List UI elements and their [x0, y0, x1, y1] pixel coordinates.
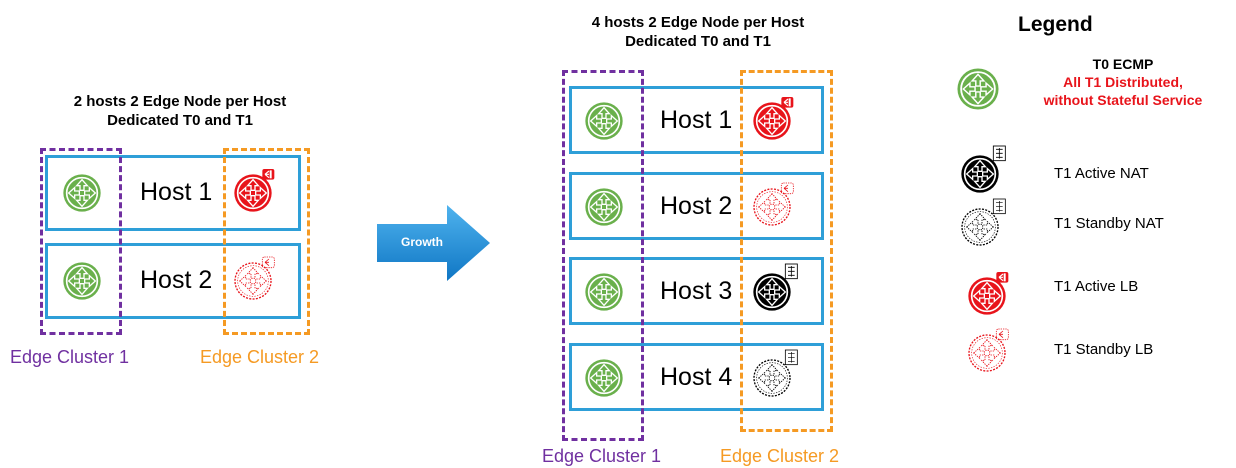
right-edge-cluster-2-outline — [740, 70, 833, 432]
legend-t1-standby-lb-label: T1 Standby LB — [1054, 341, 1154, 358]
right-title: 4 hosts 2 Edge Node per Host Dedicated T… — [548, 13, 848, 51]
left-host-2-label: Host 2 — [140, 266, 213, 294]
t1-active-nat-icon — [752, 263, 799, 312]
growth-arrow-label: Growth — [401, 235, 443, 249]
legend-t1-active-lb-label: T1 Active LB — [1054, 278, 1139, 295]
legend-t1-active-nat-icon — [960, 145, 1007, 194]
left-host-1-label: Host 1 — [140, 178, 213, 206]
t0-router-icon — [584, 358, 624, 398]
right-edge-cluster-2-label: Edge Cluster 2 — [720, 446, 840, 466]
legend-t0-line3: without Stateful Service — [1043, 92, 1203, 108]
t1-standby-lb-icon — [234, 256, 276, 300]
legend-t1-active-lb-icon — [967, 271, 1010, 316]
right-host-3-label: Host 3 — [660, 277, 733, 305]
right-host-4-label: Host 4 — [660, 363, 733, 391]
right-host-1-label: Host 1 — [660, 106, 733, 134]
right-edge-cluster-1-outline — [562, 70, 644, 441]
legend-t0-text: T0 ECMP All T1 Distributed, without Stat… — [1010, 55, 1236, 109]
legend-t1-standby-lb-icon — [968, 328, 1009, 372]
t1-active-lb-icon — [752, 96, 795, 141]
t0-router-icon — [584, 187, 624, 227]
left-title: 2 hosts 2 Edge Node per Host Dedicated T… — [30, 92, 330, 130]
right-title-line1: 4 hosts 2 Edge Node per Host — [591, 14, 805, 31]
t0-router-icon — [62, 261, 102, 301]
left-edge-cluster-1-label: Edge Cluster 1 — [10, 347, 130, 367]
legend-t1-active-nat-label: T1 Active NAT — [1054, 165, 1149, 182]
t0-router-icon — [62, 173, 102, 213]
right-edge-cluster-1-label: Edge Cluster 1 — [542, 446, 662, 466]
legend-t1-standby-nat-icon — [961, 198, 1006, 246]
t0-router-icon — [584, 101, 624, 141]
legend-title: Legend — [1018, 13, 1093, 36]
left-title-line2: Dedicated T0 and T1 — [107, 112, 253, 129]
growth-arrow-icon — [377, 205, 490, 281]
t1-active-lb-icon — [233, 168, 276, 213]
left-edge-cluster-2-outline — [223, 148, 310, 335]
left-title-line1: 2 hosts 2 Edge Node per Host — [73, 93, 287, 110]
legend-t0-line2: All T1 Distributed, — [1063, 74, 1183, 90]
t0-router-icon — [584, 272, 624, 312]
t1-standby-lb-icon — [753, 182, 794, 226]
left-edge-cluster-2-label: Edge Cluster 2 — [200, 347, 320, 367]
right-title-line2: Dedicated T0 and T1 — [625, 33, 771, 50]
right-host-2-label: Host 2 — [660, 192, 733, 220]
t1-standby-nat-icon — [753, 349, 798, 397]
legend-t0-line1: T0 ECMP — [1092, 56, 1154, 72]
left-edge-cluster-1-outline — [40, 148, 122, 335]
legend-t1-standby-nat-label: T1 Standby NAT — [1054, 215, 1164, 232]
legend-t0-icon — [956, 67, 1000, 111]
